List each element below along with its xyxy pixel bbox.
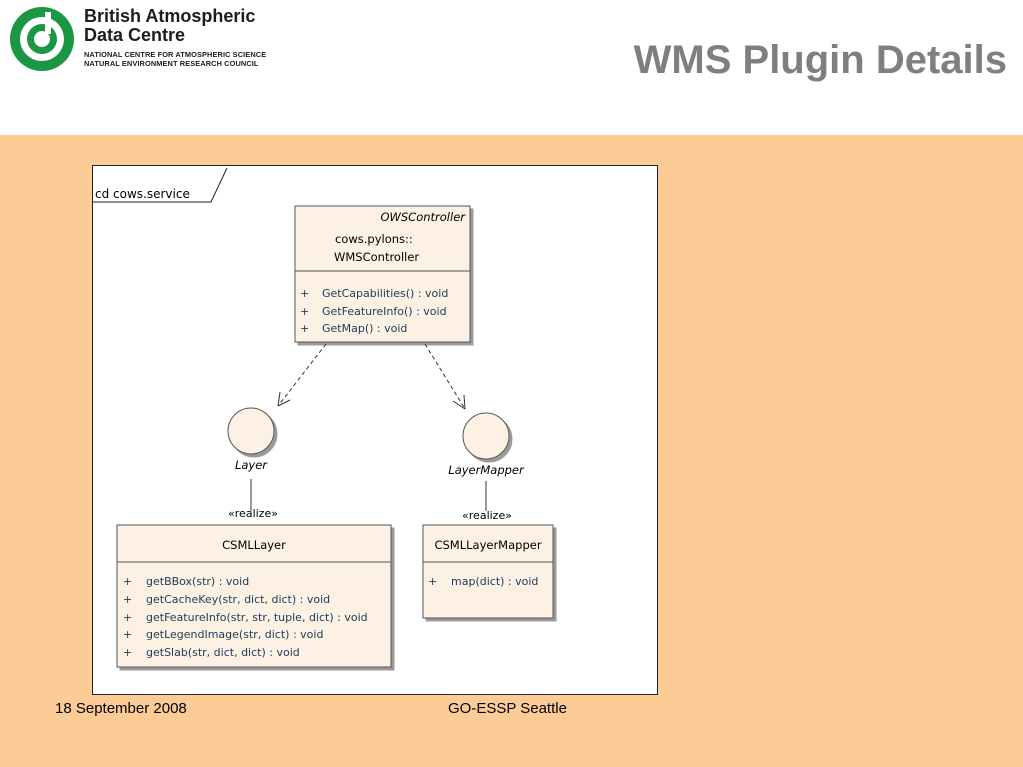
method-getslab: getSlab(str, dict, dict) : void — [146, 646, 300, 659]
method-getcapabilities: GetCapabilities() : void — [322, 287, 448, 300]
method-visibility: + — [300, 287, 309, 300]
method-getfeatureinfo: GetFeatureInfo() : void — [322, 305, 447, 318]
method-visibility: + — [300, 305, 309, 318]
dependency-arrow-layer — [277, 343, 327, 407]
method-map: map(dict) : void — [451, 575, 538, 588]
controller-methods: + GetCapabilities() : void + GetFeatureI… — [300, 287, 448, 335]
interface-layermapper — [462, 412, 510, 460]
slide-header: British Atmospheric Data Centre NATIONAL… — [0, 0, 1023, 135]
method-getcachekey: getCacheKey(str, dict, dict) : void — [146, 593, 330, 606]
method-getlegendimage: getLegendImage(str, dict) : void — [146, 628, 323, 641]
method-visibility: + — [123, 611, 132, 624]
org-sub-line1: NATIONAL CENTRE FOR ATMOSPHERIC SCIENCE — [84, 50, 267, 59]
controller-stereotype: OWSController — [380, 210, 466, 224]
org-name: British Atmospheric Data Centre — [84, 7, 255, 45]
class-wmscontroller — [294, 205, 471, 343]
csmllayer-methods: + getBBox(str) : void + getCacheKey(str,… — [123, 575, 368, 659]
frame-label-tab: cd cows.service — [93, 167, 228, 203]
interface-layer — [227, 407, 275, 455]
org-sub-line2: NATURAL ENVIRONMENT RESEARCH COUNCIL — [84, 59, 259, 68]
method-visibility: + — [123, 646, 132, 659]
method-visibility: + — [300, 322, 309, 335]
badc-logo-icon — [10, 7, 74, 71]
method-getmap: GetMap() : void — [322, 322, 407, 335]
frame-label: cd cows.service — [95, 187, 190, 201]
class-csmllayer — [116, 524, 392, 668]
org-name-line1: British Atmospheric — [84, 6, 256, 26]
method-visibility: + — [123, 575, 132, 588]
realize-label-layer: «realize» — [228, 507, 278, 520]
method-getbbox: getBBox(str) : void — [146, 575, 249, 588]
dependency-arrow-layermapper — [424, 343, 466, 410]
csmllayermapper-methods: + map(dict) : void — [428, 575, 538, 588]
method-visibility: + — [428, 575, 437, 588]
realize-label-layermapper: «realize» — [462, 509, 512, 522]
footer-event: GO-ESSP Seattle — [448, 700, 567, 717]
uml-class-diagram: cd cows.service OWSController cows.pylon… — [93, 167, 554, 668]
uml-diagram-frame: cd cows.service OWSController cows.pylon… — [92, 165, 658, 695]
class-csmllayermapper — [422, 524, 554, 619]
interface-layermapper-label: LayerMapper — [448, 463, 525, 477]
method-visibility: + — [123, 593, 132, 606]
controller-name-line2: WMSController — [334, 250, 419, 264]
csmllayermapper-name: CSMLLayerMapper — [434, 538, 541, 552]
method-getfeatureinfo: getFeatureInfo(str, str, tuple, dict) : … — [146, 611, 368, 624]
method-visibility: + — [123, 628, 132, 641]
org-subtitle: NATIONAL CENTRE FOR ATMOSPHERIC SCIENCE … — [84, 50, 266, 68]
slide-title: WMS Plugin Details — [633, 38, 1007, 82]
controller-name-line1: cows.pylons:: — [335, 232, 413, 246]
interface-layer-label: Layer — [235, 458, 268, 472]
org-name-line2: Data Centre — [84, 25, 186, 45]
csmllayer-name: CSMLLayer — [222, 538, 286, 552]
footer-date: 18 September 2008 — [55, 700, 187, 717]
